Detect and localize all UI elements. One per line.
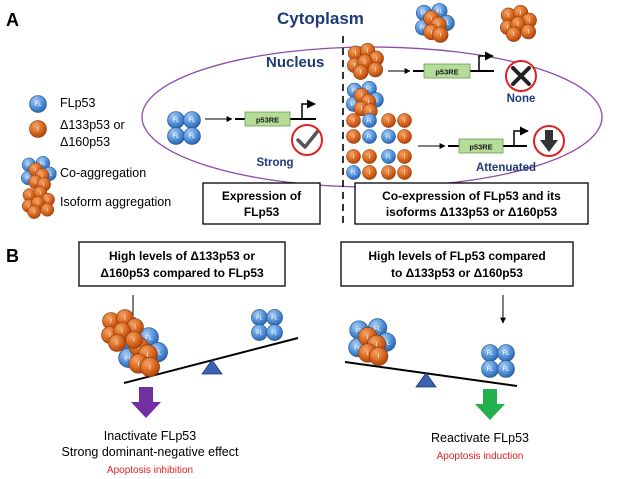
outcome-attenuated: Attenuated: [476, 162, 536, 174]
legend-flp53-label: FLp53: [60, 96, 95, 110]
right-fulcrum: [415, 372, 437, 388]
coexpression-box-line1: Co-expression of FLp53 and its: [382, 189, 561, 203]
transcription-arrow: [478, 51, 494, 71]
left-fulcrum: [201, 359, 223, 375]
light-flp53-tetramer: [251, 309, 282, 340]
nuclear-coaggregate: [346, 81, 383, 118]
flp53-high-box-line1: High levels of FLp53 compared: [368, 249, 545, 263]
right-balance-beam: [344, 361, 518, 387]
purple-down-arrow: [131, 387, 161, 418]
panel-b-label: B: [6, 246, 19, 266]
light-coaggregate: [349, 319, 396, 366]
expression-box-line1: Expression of: [222, 189, 302, 203]
outcome-strong: Strong: [256, 157, 293, 169]
expression-box-line2: FLp53: [244, 205, 280, 219]
apoptosis-induction: Apoptosis induction: [437, 451, 524, 462]
flp53-high-box: [340, 241, 574, 287]
apoptosis-inhibition: Apoptosis inhibition: [107, 465, 193, 476]
transcription-arrow: [513, 126, 529, 146]
outcome-none: None: [507, 93, 536, 105]
cytoplasm-label: Cytoplasm: [277, 9, 364, 28]
isoform-high-box-line1: High levels of Δ133p53 or: [109, 249, 255, 263]
p53re-label: p53RE: [435, 68, 458, 77]
nuclear-isoform-aggregate: [347, 43, 383, 79]
legend-coaggregation-label: Co-aggregation: [60, 166, 146, 180]
flp53-high-box-line2: to Δ133p53 or Δ160p53: [391, 266, 523, 280]
mixed-tetramer-grid: [345, 112, 413, 180]
legend-isoform-aggregation-label: Isoform aggregation: [60, 195, 171, 209]
heavy-flp53-tetramer: [482, 345, 515, 378]
expression-box: [202, 182, 321, 225]
right-result-line1: Reactivate FLp53: [431, 431, 529, 445]
isoform-high-box-line2: Δ160p53 compared to FLp53: [100, 266, 264, 280]
legend-flp53-icon: [29, 95, 47, 113]
isoform-high-box: [78, 241, 286, 287]
p53re-box: [458, 138, 504, 154]
coexpression-box: [354, 182, 589, 225]
legend-isoform-aggregation-icon: [22, 186, 54, 218]
cytoplasm-isoform-aggregate: [500, 5, 536, 41]
green-down-arrow: [475, 389, 505, 420]
p53re-box: [423, 63, 471, 79]
panel-a-label: A: [6, 10, 19, 30]
p53re-label: p53RE: [469, 143, 492, 152]
legend-isoform-icon: [29, 120, 47, 138]
transcription-arrow: [301, 99, 316, 119]
flp53-tetramer: [168, 112, 201, 145]
legend-isoform-label-1: Δ133p53 or: [60, 118, 125, 132]
left-result-line1: Inactivate FLp53: [104, 429, 196, 443]
p53re-box: [244, 111, 291, 127]
left-result-line2: Strong dominant-negative effect: [62, 445, 239, 459]
coexpression-box-line2: isoforms Δ133p53 or Δ160p53: [386, 205, 558, 219]
legend-isoform-label-2: Δ160p53: [60, 135, 110, 149]
p53re-label: p53RE: [256, 116, 279, 125]
cytoplasm-coaggregate: [415, 3, 454, 42]
nucleus-label: Nucleus: [266, 54, 324, 71]
